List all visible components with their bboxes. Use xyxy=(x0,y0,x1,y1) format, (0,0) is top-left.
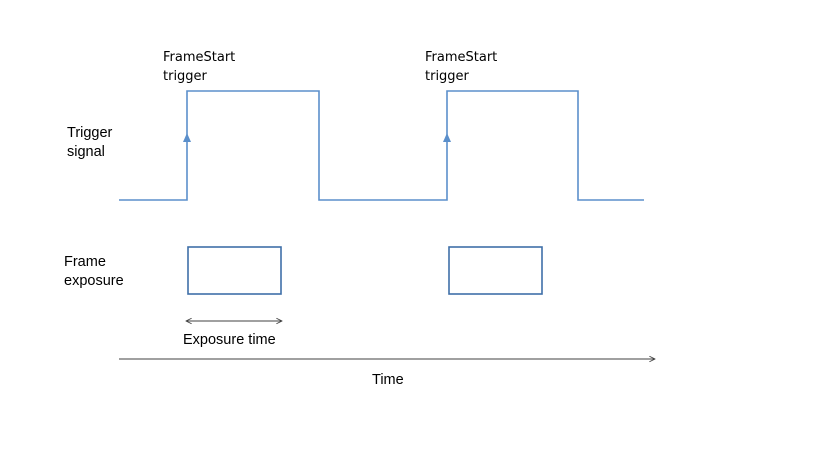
frame-exposure-label: Frame exposure xyxy=(64,254,124,289)
exposure-box-1 xyxy=(187,246,282,295)
trigger-signal-waveform xyxy=(119,90,644,201)
time-axis-label: Time xyxy=(372,372,404,388)
rising-edge-arrow-2 xyxy=(443,133,451,142)
rising-edge-arrow-1 xyxy=(183,133,191,142)
exposure-time-label: Exposure time xyxy=(183,332,276,348)
frame-start-trigger-label-1: FrameStart trigger xyxy=(163,50,236,84)
frame-start-trigger-label-2: FrameStart trigger xyxy=(425,50,498,84)
exposure-box-2 xyxy=(448,246,543,295)
trigger-signal-label: Trigger signal xyxy=(67,125,113,160)
